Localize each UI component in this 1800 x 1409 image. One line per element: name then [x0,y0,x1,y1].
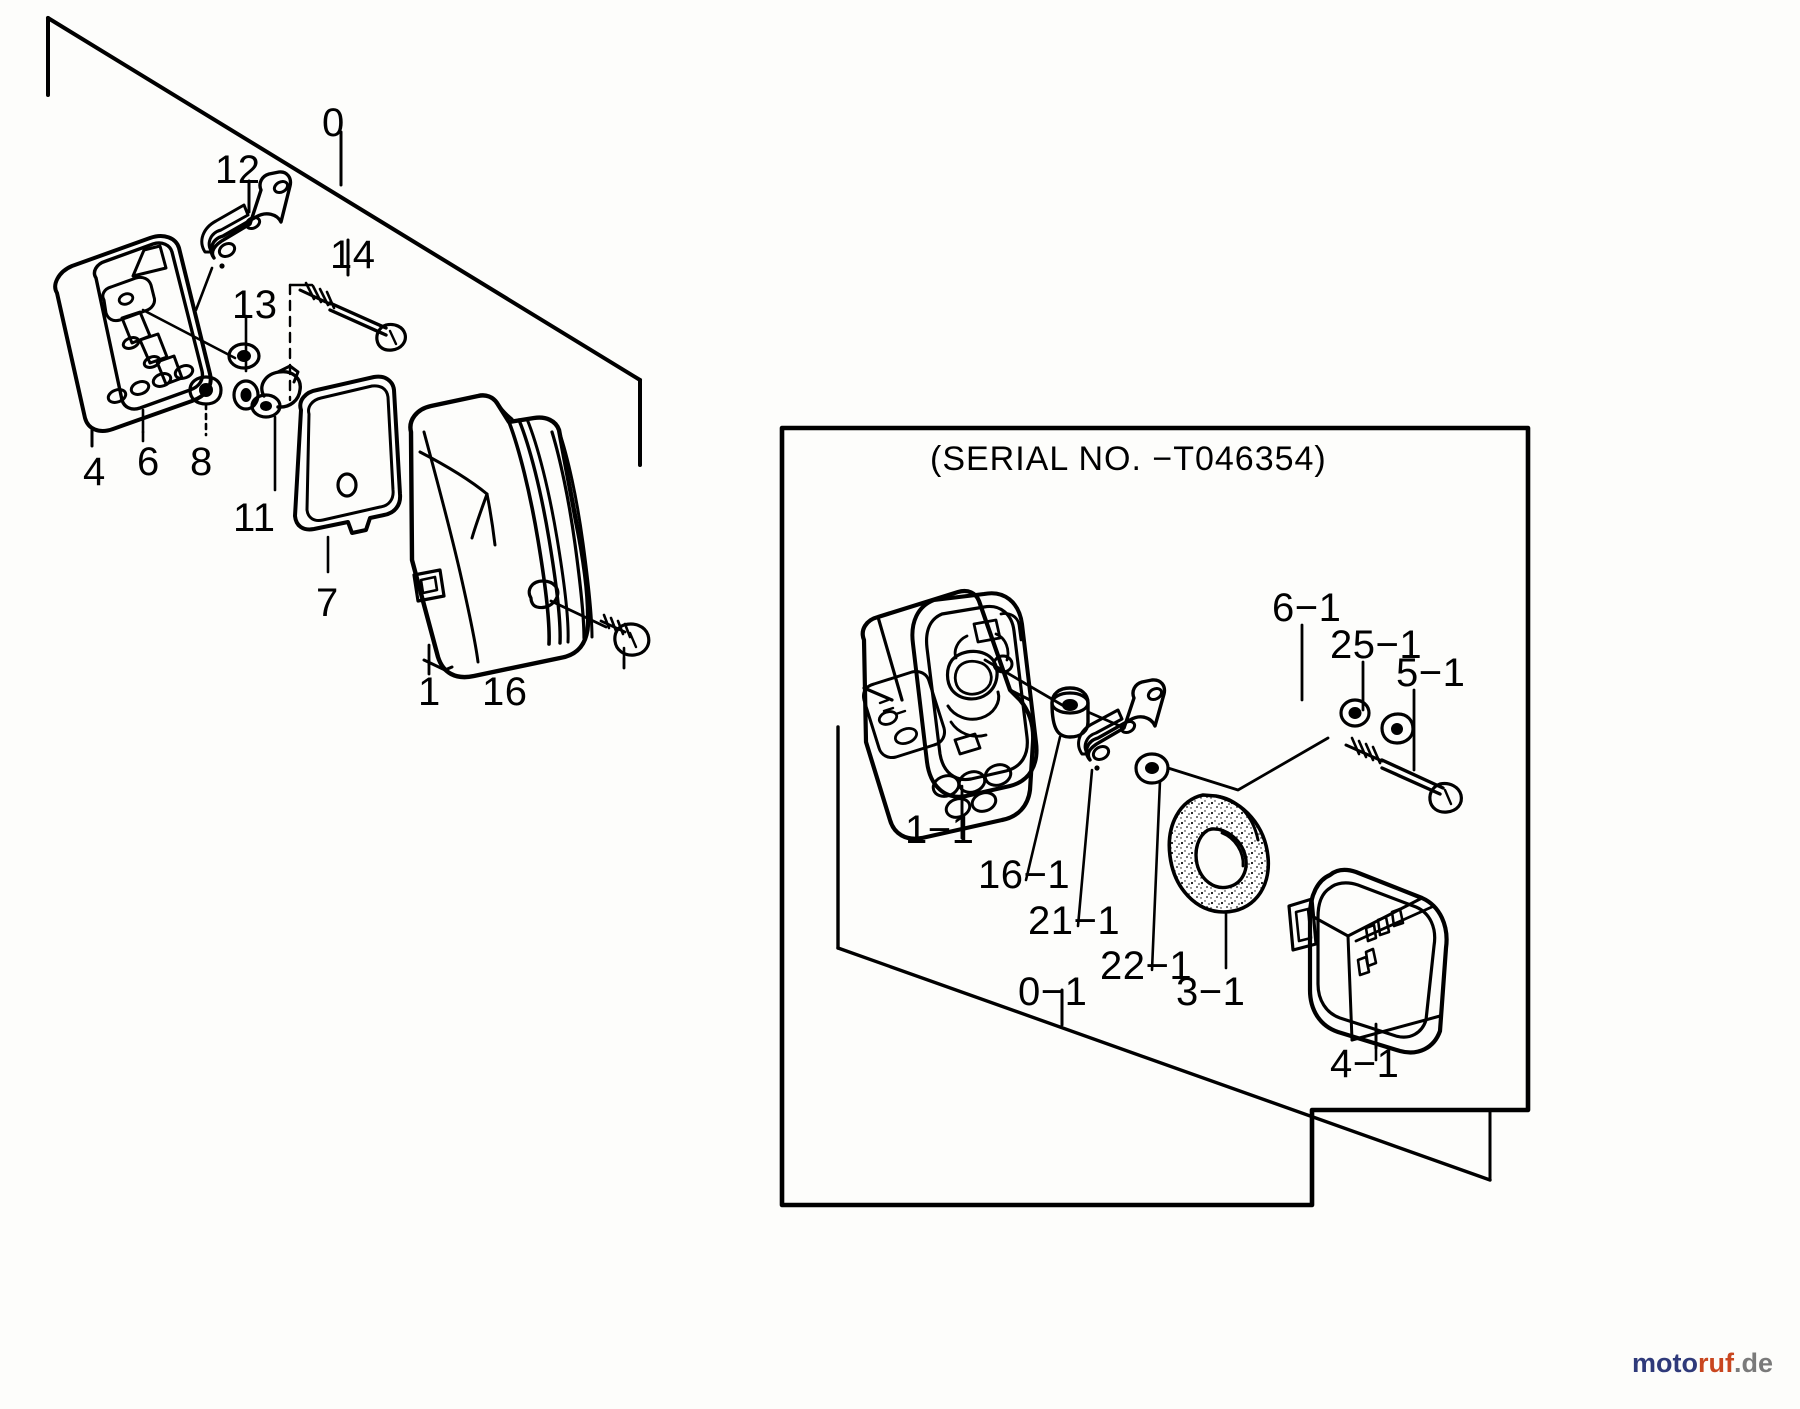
callout-7: 7 [316,581,339,625]
callout-11: 11 [233,496,276,540]
part-13-washer [232,314,260,411]
watermark-part-1: moto [1632,1348,1698,1378]
callout-1-1: 1−1 [905,808,975,852]
callout-12: 12 [215,148,261,192]
watermark-part-2: ruf [1697,1348,1734,1378]
part-14-long-bolt [288,238,407,402]
callout-22-1: 22−1 [1100,944,1193,988]
part-6-1-washer [1300,623,1371,728]
part-4-1-muffler-cover [1287,867,1492,1182]
callout-21-1: 21−1 [1028,899,1121,943]
callout-16-1: 16−1 [978,853,1071,897]
watermark-part-3: .de [1733,1348,1773,1378]
callout-16: 16 [482,670,528,714]
variant-box-frame [779,425,1531,1208]
assembly-bracket-0 [46,16,642,467]
part-22-1-pivot-eyelet [1134,736,1330,972]
callout-3-1: 3−1 [1176,970,1246,1014]
part-8-bushing [188,375,223,437]
callout-5-1: 5−1 [1396,651,1466,695]
callout-14: 14 [330,233,376,277]
callout-1: 1 [418,670,441,714]
part-5-1-bolt [1344,688,1463,814]
part-16-cover-screw [599,613,651,670]
callout-6: 6 [137,440,160,484]
part-21-1-lever-arm [1076,678,1167,928]
part-7-spark-arrester-plate [293,374,403,574]
part-1-muffler-cover [408,393,608,680]
part-11-clamp-bracket [250,364,302,492]
part-3-1-gasket-ring [1167,793,1271,970]
assembly-bracket-0-1 [836,725,1492,1182]
site-watermark: motoruf.de [1632,1348,1773,1379]
callout-0-1: 0−1 [1018,970,1088,1014]
part-4-muffler-body-inner [53,234,237,448]
serial-number-caption: (SERIAL NO. −T046354) [930,440,1327,478]
callout-4: 4 [83,450,106,494]
part-1-1-muffler-body [860,588,1071,841]
part-12-deflector-lever [194,170,293,312]
callout-25-1: 25−1 [1330,623,1423,667]
callout-6-1: 6−1 [1272,586,1342,630]
callout-0: 0 [322,101,345,145]
callout-13: 13 [232,283,278,327]
callout-4-1: 4−1 [1330,1042,1400,1086]
callout-8: 8 [190,440,213,484]
